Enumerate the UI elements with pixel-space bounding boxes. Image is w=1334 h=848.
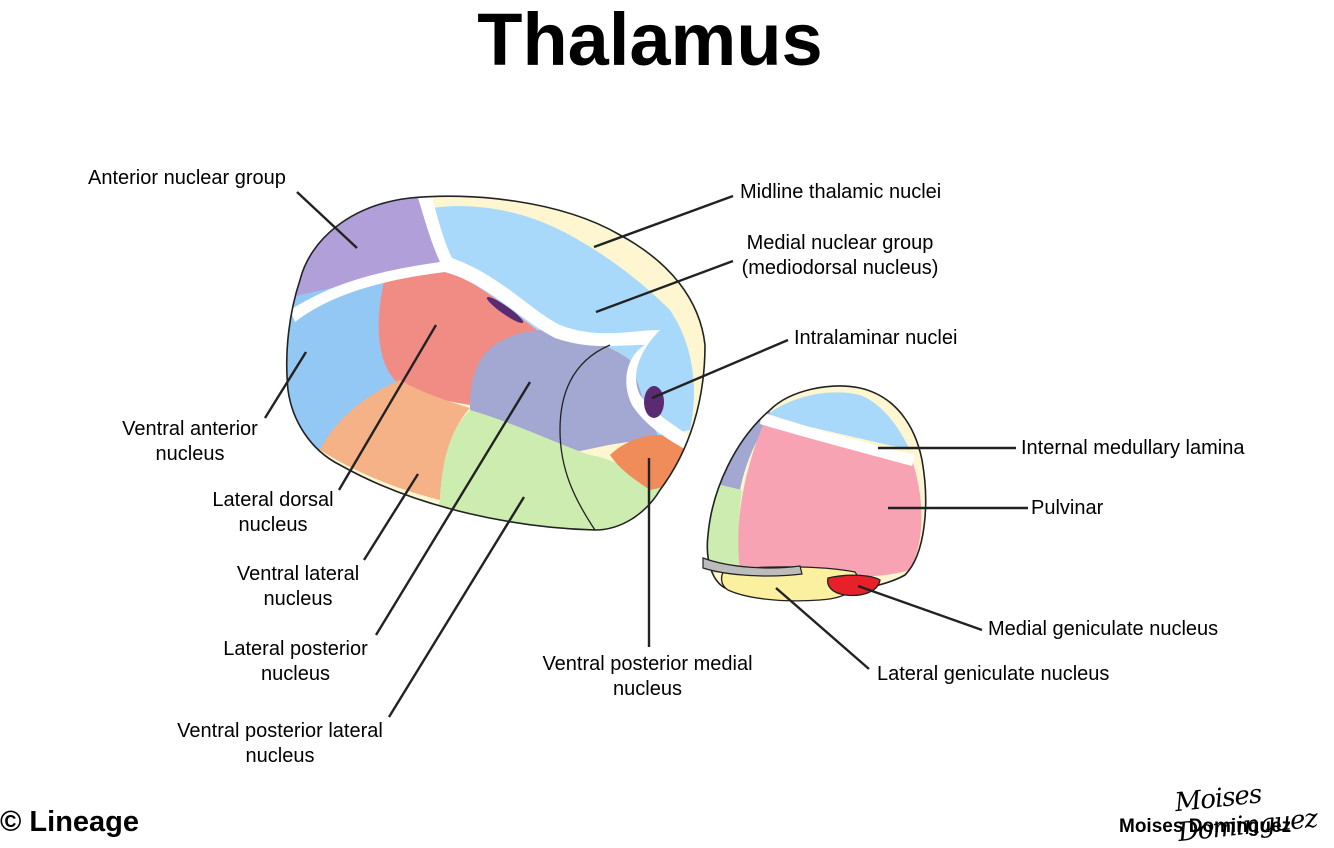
- label-lateral-posterior-line2: nucleus: [261, 663, 330, 685]
- label-lateral-posterior-line1: Lateral posterior: [223, 638, 368, 660]
- page-title: Thalamus: [477, 0, 823, 81]
- label-medial-geniculate-nucleus: Medial geniculate nucleus: [988, 618, 1219, 640]
- optic-tract: [702, 557, 803, 577]
- ventral-lateral-region: [320, 380, 470, 500]
- posterior-medial-region: [760, 392, 910, 450]
- label-ventral-anterior-line2: nucleus: [155, 443, 225, 465]
- label-lateral-geniculate-nucleus: Lateral geniculate nucleus: [877, 663, 1110, 685]
- ventral-anterior-region: [286, 280, 400, 450]
- leader-ventral-anterior: [263, 351, 308, 419]
- main-body-outline: [285, 195, 706, 531]
- label-medial-nuclear-group: Medial nuclear group (mediodorsal nucleu…: [730, 231, 950, 281]
- label-ventral-posterior-lateral: Ventral posterior lateral nucleus: [165, 719, 395, 769]
- leader-anterior: [296, 191, 358, 249]
- label-medial-nuclear-group-line1: Medial nuclear group: [746, 232, 934, 254]
- label-ventral-posterior-medial: Ventral posterior medial nucleus: [530, 652, 765, 702]
- posterior-lamina-region: [760, 412, 915, 466]
- label-lateral-dorsal: Lateral dorsal nucleus: [198, 488, 348, 538]
- medial-geniculate-region: [826, 574, 881, 597]
- label-ventral-lateral-line2: nucleus: [263, 588, 333, 610]
- intralaminar-nuclei-region: [644, 386, 664, 418]
- pulvinar-region: [738, 420, 922, 578]
- label-internal-medullary-lamina: Internal medullary lamina: [1021, 437, 1245, 459]
- label-pulvinar: Pulvinar: [1031, 497, 1104, 519]
- label-vpm-line1: Ventral posterior medial: [542, 653, 753, 675]
- midline-groove: [486, 296, 524, 324]
- label-vpl-line2: nucleus: [245, 745, 315, 767]
- label-ventral-anterior-line1: Ventral anterior: [122, 418, 258, 440]
- label-vpl-line1: Ventral posterior lateral: [177, 720, 383, 742]
- leader-midline: [593, 194, 734, 249]
- label-ventral-anterior: Ventral anterior nucleus: [105, 417, 275, 467]
- ventral-posterior-lateral-region: [430, 410, 690, 530]
- leader-lines: [263, 191, 1028, 718]
- leader-lateral-geniculate: [775, 587, 870, 670]
- label-vpm-line2: nucleus: [613, 678, 682, 700]
- label-intralaminar-nuclei: Intralaminar nuclei: [794, 327, 958, 349]
- copyright-lineage: © Lineage: [0, 806, 140, 838]
- pulvinar-outline: [706, 385, 927, 596]
- leader-lateral-posterior: [374, 381, 532, 636]
- internal-medullary-lamina-main: [290, 196, 695, 452]
- leader-ventral-lateral: [362, 473, 420, 561]
- label-midline-thalamic-nuclei: Midline thalamic nuclei: [740, 181, 942, 203]
- label-ventral-lateral: Ventral lateral nucleus: [223, 562, 373, 612]
- label-lateral-dorsal-line1: Lateral dorsal: [212, 489, 334, 511]
- label-ventral-lateral-line1: Ventral lateral: [236, 563, 360, 585]
- leader-medial-geniculate: [857, 584, 983, 632]
- label-lateral-dorsal-line2: nucleus: [238, 514, 308, 536]
- leader-intralaminar: [651, 338, 789, 400]
- main-body-inner-curve: [559, 344, 611, 531]
- leader-vpl: [387, 496, 526, 718]
- leader-lateral-dorsal: [337, 324, 438, 491]
- label-medial-nuclear-group-line2: (mediodorsal nucleus): [741, 257, 939, 279]
- author-name: Moises Dominguez: [1119, 816, 1292, 837]
- label-lateral-posterior: Lateral posterior nucleus: [208, 637, 383, 687]
- leader-medial: [595, 259, 734, 314]
- label-anterior-nuclear-group: Anterior nuclear group: [88, 167, 286, 189]
